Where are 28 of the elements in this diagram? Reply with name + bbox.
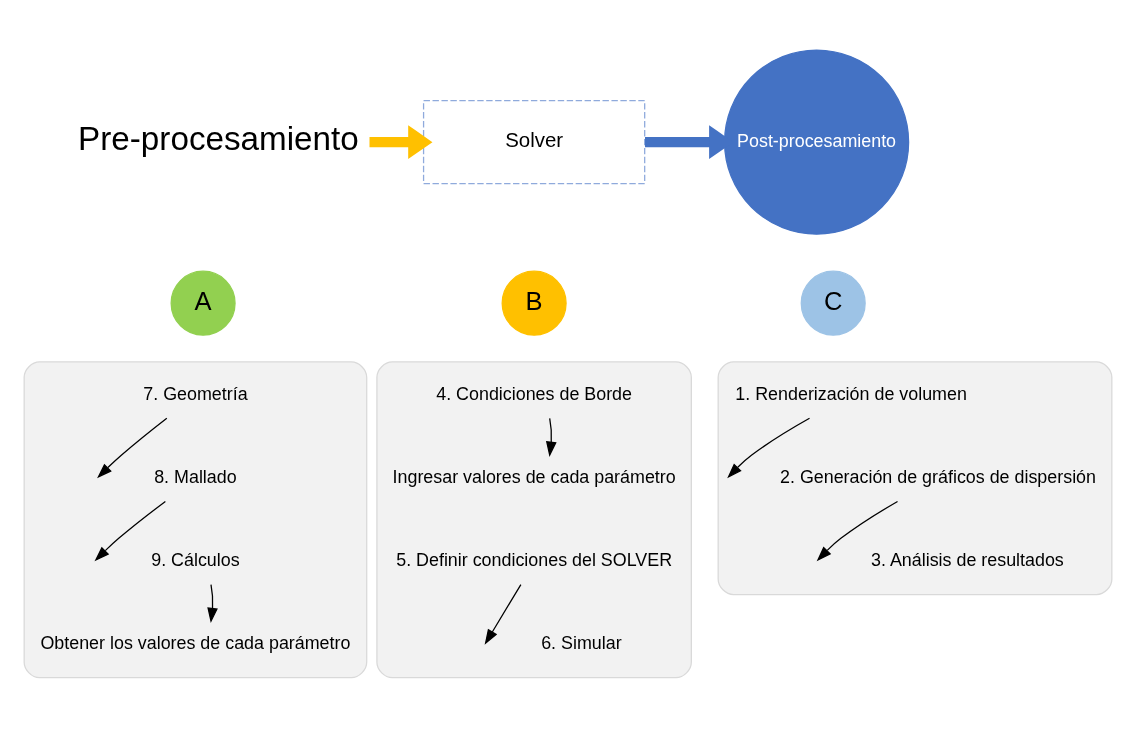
node-text: 2. Generación de gráficos de dispersión [780,467,1096,488]
arrow [369,125,433,160]
arrow [94,500,166,562]
node-text: Ingresar valores de cada parámetro [392,467,676,488]
node-circle: C [800,270,866,336]
node-text: 9. Cálculos [151,550,240,571]
cluster [376,361,692,679]
node-text: 4. Condiciones de Borde [436,383,633,404]
cluster [717,361,1113,596]
arrow [207,584,218,624]
node-text: 5. Definir condiciones del SOLVER [396,550,673,571]
arrow [484,584,522,645]
node-text: 1. Renderización de volumen [735,383,967,404]
node-text: 6. Simular [541,633,622,654]
node-text: 8. Mallado [154,467,237,488]
arrow [545,417,557,457]
node-text: Obtener los valores de cada parámetro [40,633,351,654]
node-circle: B [501,270,567,336]
arrow [97,417,168,479]
arrow [816,500,899,562]
node-text: Pre-procesamiento [78,120,359,158]
node-circle: A [170,270,236,336]
cluster [23,361,368,679]
node-text: 7. Geometría [143,383,248,404]
node-text: 3. Análisis de resultados [871,550,1064,571]
arrow [727,417,811,479]
node-box: Solver [422,99,646,185]
node-circle: Post-procesamiento [723,49,910,235]
